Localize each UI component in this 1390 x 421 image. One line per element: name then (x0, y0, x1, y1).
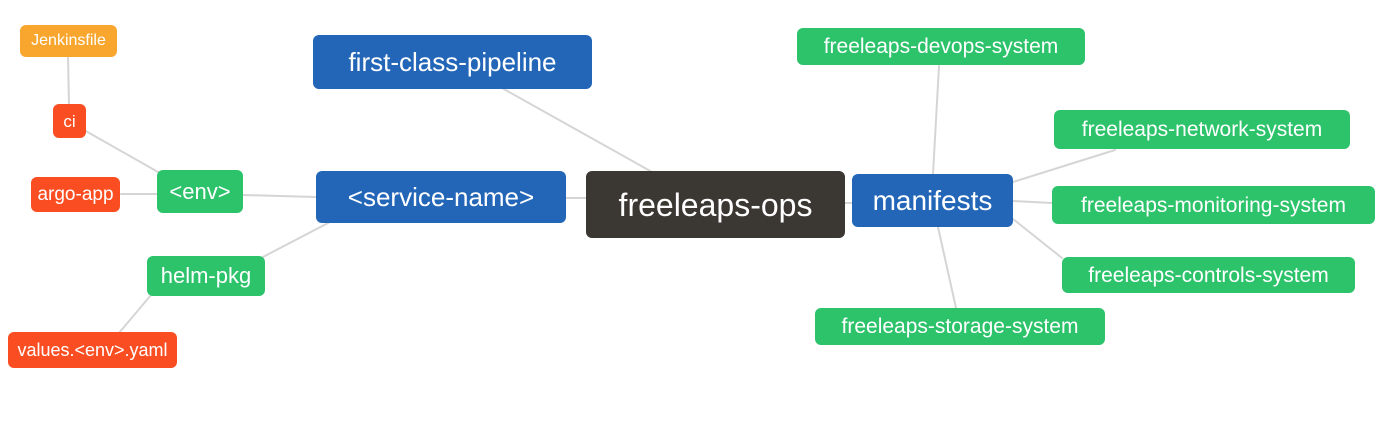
node-freeleaps-monitoring-system[interactable]: freeleaps-monitoring-system (1052, 186, 1375, 224)
node-label: first-class-pipeline (348, 47, 557, 77)
edge-helm-pkg-to-service-name (260, 221, 331, 259)
edge-manifests-to-freeleaps-storage-system (937, 226, 957, 309)
node-label: freeleaps-monitoring-system (1081, 193, 1346, 217)
node-label: freeleaps-storage-system (841, 315, 1079, 338)
node-label: freeleaps-controls-system (1088, 263, 1329, 287)
node-label: values.<env>.yaml (17, 340, 168, 360)
edge-jenkinsfile-to-ci (67, 55, 70, 106)
node-jenkinsfile[interactable]: Jenkinsfile (20, 25, 117, 57)
node-freeleaps-devops-system[interactable]: freeleaps-devops-system (797, 28, 1085, 65)
node-argo-app[interactable]: argo-app (31, 177, 120, 212)
node-label: argo-app (37, 184, 114, 205)
node-label: helm-pkg (160, 263, 252, 288)
node-freeleaps-ops[interactable]: freeleaps-ops (586, 171, 845, 238)
node-label: <env> (169, 178, 231, 204)
node-service-name[interactable]: <service-name> (316, 171, 566, 223)
node-helm-pkg[interactable]: helm-pkg (147, 256, 265, 296)
node-values-env-yaml[interactable]: values.<env>.yaml (8, 332, 177, 368)
node-freeleaps-storage-system[interactable]: freeleaps-storage-system (815, 308, 1105, 345)
node-label: ci (63, 111, 76, 131)
node-label: freeleaps-devops-system (823, 35, 1059, 58)
node-label: freeleaps-network-system (1081, 118, 1323, 141)
node-manifests[interactable]: manifests (852, 174, 1013, 227)
edge-ci-to-env (83, 129, 159, 173)
node-ci[interactable]: ci (53, 104, 86, 138)
node-label: Jenkinsfile (31, 32, 106, 49)
edge-manifests-to-freeleaps-devops-system (932, 65, 940, 175)
node-first-class-pipeline[interactable]: first-class-pipeline (313, 35, 592, 89)
edge-manifests-to-freeleaps-monitoring-system (1012, 200, 1053, 204)
node-label: manifests (872, 184, 993, 216)
node-env[interactable]: <env> (157, 170, 243, 213)
edge-manifests-to-freeleaps-network-system (1012, 149, 1116, 183)
edge-values-env-yaml-to-helm-pkg (118, 294, 152, 334)
edge-manifests-to-freeleaps-controls-system (1012, 218, 1063, 259)
edge-first-class-pipeline-to-freeleaps-ops (501, 87, 653, 173)
node-freeleaps-network-system[interactable]: freeleaps-network-system (1054, 110, 1350, 149)
edge-env-to-service-name (242, 194, 317, 198)
node-freeleaps-controls-system[interactable]: freeleaps-controls-system (1062, 257, 1355, 293)
node-label: <service-name> (347, 182, 535, 212)
node-label: freeleaps-ops (618, 186, 813, 223)
